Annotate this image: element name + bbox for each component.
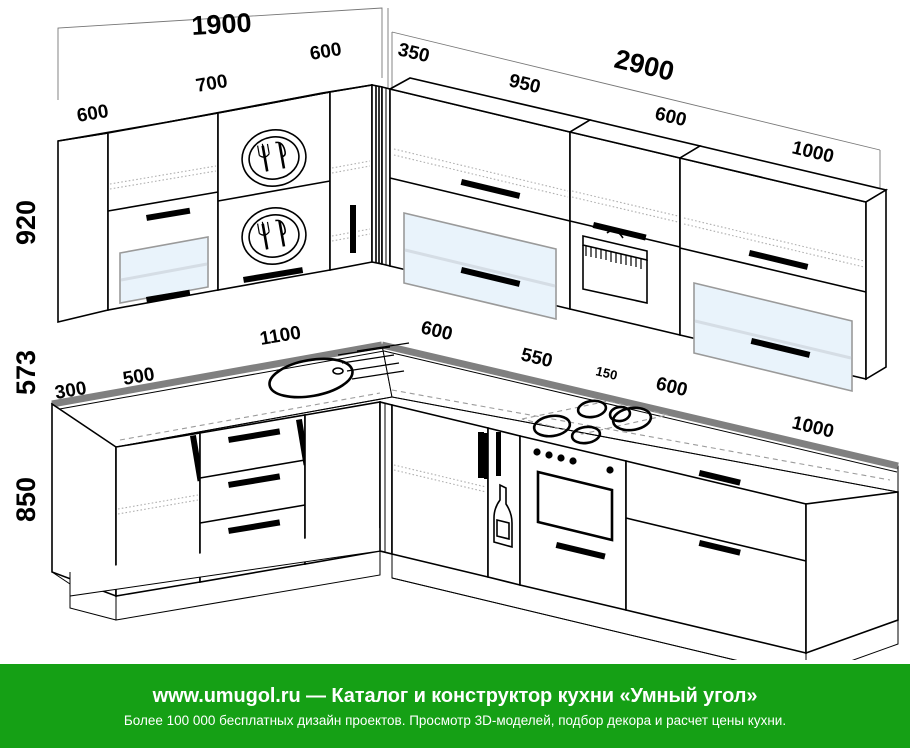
handle bbox=[228, 473, 281, 488]
dim-upper-corner-350: 350 bbox=[396, 39, 432, 67]
handle bbox=[698, 539, 741, 556]
footer-subtitle: Более 100 000 бесплатных дизайн проектов… bbox=[123, 712, 787, 728]
base-cabinet-bottle-150[interactable] bbox=[487, 426, 521, 587]
upper-cabinet-hood-600[interactable] bbox=[567, 119, 703, 337]
base-cabinet-drawers-1000[interactable] bbox=[625, 459, 899, 655]
dim-upper-left-end-600: 600 bbox=[308, 39, 343, 65]
handle bbox=[750, 338, 811, 358]
glass-panel bbox=[403, 211, 557, 321]
handle bbox=[228, 428, 281, 443]
dim-base-550: 550 bbox=[519, 344, 555, 372]
handle bbox=[460, 267, 521, 287]
footer-site-title[interactable]: www.umugol.ru — Каталог и конструктор ку… bbox=[152, 684, 758, 707]
glass-panel bbox=[693, 281, 853, 393]
sink-icon bbox=[268, 342, 410, 399]
isometric-drawing: .ln { fill:none; stroke:#000; stroke-wid… bbox=[11, 7, 899, 660]
handle bbox=[478, 432, 484, 478]
dim-base-500: 500 bbox=[121, 364, 156, 390]
upper-corner-post-350[interactable] bbox=[371, 84, 391, 268]
upper-cabinets-right-wall[interactable] bbox=[387, 77, 889, 393]
handle bbox=[748, 250, 809, 270]
countertop bbox=[50, 341, 899, 493]
bottle-icon bbox=[493, 483, 513, 549]
dim-left-wall-total: 1900 bbox=[191, 7, 253, 41]
dim-base-1000: 1000 bbox=[790, 412, 836, 442]
handle bbox=[592, 222, 647, 241]
base-cabinets-right-wall[interactable] bbox=[379, 400, 899, 660]
handle bbox=[698, 469, 741, 486]
dim-upper-right-1000: 1000 bbox=[790, 137, 836, 167]
handle bbox=[243, 267, 304, 283]
plate-cutlery-icon bbox=[241, 207, 307, 265]
upper-cabinet-left-600[interactable] bbox=[57, 112, 219, 324]
range-hood-icon bbox=[582, 229, 648, 304]
base-cabinets-left-wall[interactable] bbox=[51, 401, 381, 621]
dim-height-gap-573: 573 bbox=[11, 350, 41, 395]
handle bbox=[228, 519, 281, 534]
base-cabinet-oven-600[interactable] bbox=[519, 434, 627, 612]
upper-cabinet-right-glass-950[interactable] bbox=[387, 77, 593, 321]
upper-cabinets-left-wall[interactable] bbox=[57, 84, 373, 324]
upper-cabinet-right-glass-1000[interactable] bbox=[677, 145, 889, 393]
top-dimension-guides bbox=[57, 7, 881, 215]
footer-banner: www.umugol.ru — Каталог и конструктор ку… bbox=[0, 664, 910, 748]
glass-panel bbox=[119, 236, 209, 304]
dim-height-base-850: 850 bbox=[11, 477, 41, 522]
dim-base-cooktop-600: 600 bbox=[654, 373, 690, 401]
handle bbox=[484, 433, 490, 479]
handle bbox=[496, 432, 501, 476]
dim-upper-left-700: 700 bbox=[194, 71, 229, 97]
drainboard-grooves bbox=[337, 342, 410, 380]
dim-base-300: 300 bbox=[53, 378, 88, 404]
dim-upper-right-950: 950 bbox=[507, 70, 543, 98]
dim-upper-right-600: 600 bbox=[653, 103, 689, 131]
handle bbox=[145, 207, 191, 221]
base-cabinet-550[interactable] bbox=[391, 403, 490, 579]
handle bbox=[460, 178, 521, 199]
dim-base-corner-600: 600 bbox=[419, 317, 455, 345]
handle bbox=[350, 205, 356, 253]
handle bbox=[146, 289, 191, 303]
base-corner-post bbox=[379, 400, 393, 556]
cooktop-icon bbox=[521, 399, 669, 445]
plate-cutlery-icon bbox=[241, 129, 307, 187]
dim-upper-left-600: 600 bbox=[75, 101, 110, 127]
dim-base-150: 150 bbox=[594, 363, 619, 383]
dim-right-wall-total: 2900 bbox=[612, 44, 677, 87]
dim-height-upper-920: 920 bbox=[11, 200, 41, 245]
oven-icon bbox=[533, 448, 614, 560]
dim-base-1100: 1100 bbox=[258, 322, 302, 350]
oven-handle bbox=[555, 541, 606, 560]
